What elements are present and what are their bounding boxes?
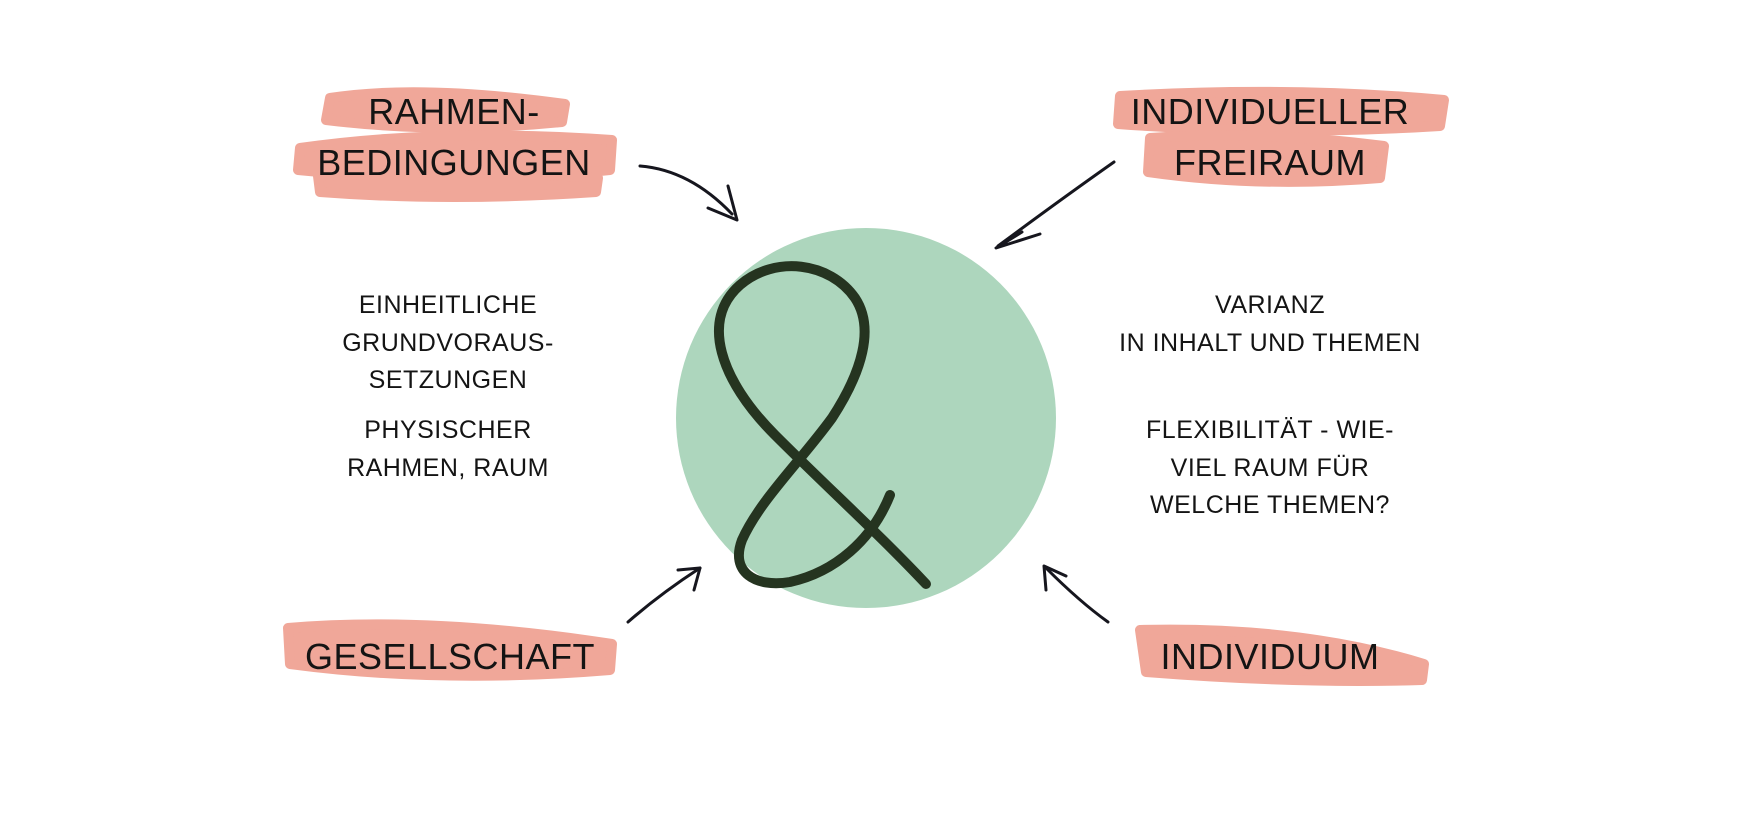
detail-line: WELCHE THEMEN? bbox=[1150, 491, 1390, 519]
heading-individueller-freiraum-text: INDIVIDUELLER FREIRAUM bbox=[1120, 86, 1420, 188]
highlight-individueller-freiraum bbox=[1113, 86, 1449, 187]
heading-line: INDIVIDUUM bbox=[1160, 636, 1380, 677]
detail-line: VARIANZ bbox=[1215, 291, 1325, 319]
detail-line: PHYSISCHER bbox=[364, 416, 532, 444]
highlight-rahmenbedingungen bbox=[293, 87, 617, 202]
detail-physischer-rahmen: PHYSISCHER RAHMEN, RAUM bbox=[310, 412, 586, 487]
detail-line: GRUNDVORAUS- bbox=[342, 328, 554, 357]
highlight-gesellschaft bbox=[283, 619, 617, 681]
highlight-individuum bbox=[1135, 624, 1429, 686]
heading-rahmenbedingungen: RAHMEN- BEDINGUNGEN bbox=[304, 86, 604, 188]
heading-line: RAHMEN- bbox=[368, 91, 540, 132]
detail-line: SETZUNGEN bbox=[368, 366, 528, 394]
arrow-top-right bbox=[994, 160, 1116, 250]
heading-line: INDIVIDUELLER bbox=[1130, 91, 1410, 132]
heading-line: GESELLSCHAFT bbox=[304, 636, 596, 677]
center-circle bbox=[676, 228, 1056, 608]
detail-line: VIEL RAUM FÜR bbox=[1170, 453, 1370, 482]
ampersand-icon bbox=[713, 261, 931, 589]
heading-gesellschaft: GESELLSCHAFT bbox=[290, 631, 610, 682]
detail-line: RAHMEN, RAUM bbox=[347, 453, 549, 482]
arrow-bottom-left bbox=[626, 566, 702, 624]
detail-line: EINHEITLICHE bbox=[358, 291, 538, 319]
detail-varianz: VARIANZ IN INHALT UND THEMEN bbox=[1100, 287, 1440, 362]
arrow-top-left bbox=[638, 164, 739, 222]
heading-individuum: INDIVIDUUM bbox=[1130, 631, 1410, 682]
heading-line: BEDINGUNGEN bbox=[317, 142, 591, 183]
arrow-bottom-right bbox=[1042, 564, 1110, 624]
detail-line: FLEXIBILITÄT - WIE- bbox=[1146, 416, 1394, 444]
detail-line: IN INHALT UND THEMEN bbox=[1119, 328, 1421, 357]
detail-grundvoraussetzungen: EINHEITLICHE GRUNDVORAUS- SETZUNGEN bbox=[310, 287, 586, 400]
detail-flexibilitaet: FLEXIBILITÄT - WIE- VIEL RAUM FÜR WELCHE… bbox=[1100, 412, 1440, 525]
heading-line: FREIRAUM bbox=[1174, 142, 1366, 183]
